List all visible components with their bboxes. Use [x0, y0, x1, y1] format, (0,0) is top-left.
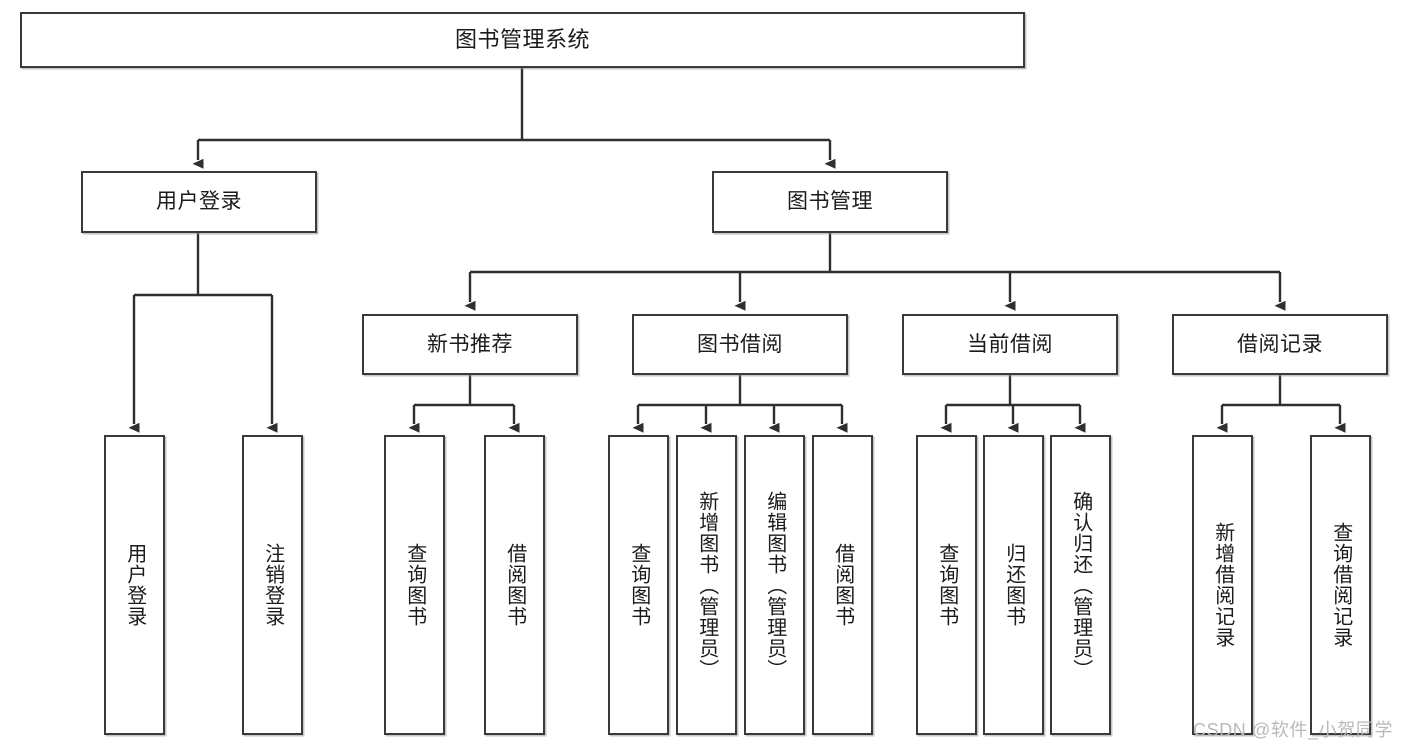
- node-label: 新书推荐: [427, 332, 513, 356]
- node-label: 查询借阅记录: [1329, 522, 1352, 648]
- node-borrow-record[interactable]: 借阅记录: [1172, 314, 1388, 375]
- node-label: 查询图书: [935, 543, 958, 627]
- node-user-login[interactable]: 用户登录: [81, 171, 317, 233]
- node-label: 借阅图书: [503, 543, 526, 627]
- leaf-current-confirm-return-admin[interactable]: 确认归还（管理员）: [1050, 435, 1111, 735]
- node-new-book-recommend[interactable]: 新书推荐: [362, 314, 578, 375]
- leaf-record-query-record[interactable]: 查询借阅记录: [1310, 435, 1371, 735]
- node-label: 当前借阅: [967, 332, 1053, 356]
- node-label: 新增借阅记录: [1211, 522, 1234, 648]
- leaf-user-login-signout[interactable]: 注销登录: [242, 435, 303, 735]
- leaf-borrow-edit-book-admin[interactable]: 编辑图书（管理员）: [744, 435, 805, 735]
- csdn-watermark: CSDN @软件_小贺同学: [1193, 720, 1394, 740]
- node-label: 借阅图书: [831, 543, 854, 627]
- node-label: 图书管理系统: [454, 26, 590, 52]
- node-label: 图书管理: [787, 190, 873, 214]
- leaf-current-return-book[interactable]: 归还图书: [983, 435, 1044, 735]
- leaf-borrow-query-book[interactable]: 查询图书: [608, 435, 669, 735]
- leaf-borrow-borrow-book[interactable]: 借阅图书: [812, 435, 873, 735]
- node-label: 用户登录: [156, 190, 242, 214]
- node-book-management[interactable]: 图书管理: [712, 171, 948, 233]
- node-label: 查询图书: [403, 543, 426, 627]
- node-label: 编辑图书（管理员）: [763, 490, 786, 680]
- node-label: 查询图书: [627, 543, 650, 627]
- leaf-user-login-signin[interactable]: 用户登录: [104, 435, 165, 735]
- node-label: 归还图书: [1002, 543, 1025, 627]
- node-book-borrow[interactable]: 图书借阅: [632, 314, 848, 375]
- node-label: 新增图书（管理员）: [695, 490, 718, 680]
- leaf-recommend-query-book[interactable]: 查询图书: [384, 435, 445, 735]
- node-current-borrow[interactable]: 当前借阅: [902, 314, 1118, 375]
- node-label: 注销登录: [261, 543, 284, 627]
- leaf-borrow-add-book-admin[interactable]: 新增图书（管理员）: [676, 435, 737, 735]
- node-label: 借阅记录: [1237, 332, 1323, 356]
- node-label: 确认归还（管理员）: [1069, 490, 1092, 680]
- node-label: 用户登录: [123, 543, 146, 627]
- leaf-record-add-record[interactable]: 新增借阅记录: [1192, 435, 1253, 735]
- node-root-system[interactable]: 图书管理系统: [20, 12, 1025, 68]
- leaf-current-query-book[interactable]: 查询图书: [916, 435, 977, 735]
- leaf-recommend-borrow-book[interactable]: 借阅图书: [484, 435, 545, 735]
- node-label: 图书借阅: [697, 332, 783, 356]
